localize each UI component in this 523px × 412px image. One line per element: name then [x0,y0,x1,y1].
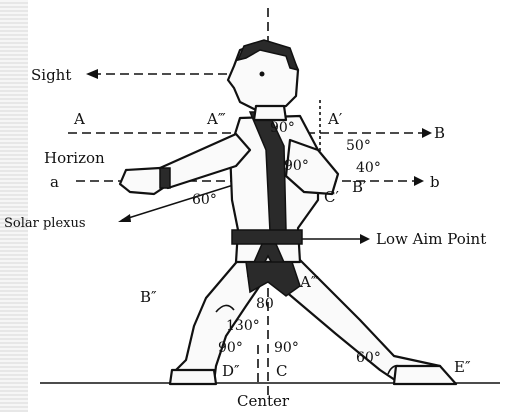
low-aim-arrow-icon [360,234,370,244]
label-B-prime: B′ [352,178,367,196]
label-A-prime: A′ [327,110,343,128]
angle-front-knee: 130° [226,318,260,334]
sleeve-cuff [160,168,170,188]
B-arrow-icon [422,128,432,138]
label-B: B [434,124,445,142]
label-C-prime: C′ [324,188,339,206]
angle-crotch: 80 [256,296,274,312]
label-A: A [73,110,85,128]
label-E-double-prime: E″ [454,358,471,376]
label-B-double-prime: B″ [140,288,157,306]
angle-chest: 90° [284,158,309,174]
angle-neck: 90° [270,120,295,136]
label-A-triple-prime-lower: A‴ [299,273,319,291]
label-sight: Sight [31,66,71,84]
label-C: C [276,362,287,380]
angle-arm-right: 40° [356,160,381,176]
angle-shoulder-top: 50° [346,138,371,154]
eye [260,72,265,77]
label-b: b [430,173,440,191]
fist [120,168,166,194]
label-A-triple-prime: A‴ [206,110,226,128]
label-low-aim-point: Low Aim Point [376,230,486,248]
front-foot [170,370,216,384]
neck [254,106,286,120]
b-arrow-icon [414,176,424,186]
angle-front-foot: 90° [218,340,243,356]
angle-back-foot: 60° [356,350,381,366]
label-a: a [50,173,59,191]
label-solar-plexus: Solar plexus [4,216,86,231]
belt [232,230,302,244]
solar-plexus-arrow-icon [118,214,131,222]
angle-center-foot: 90° [274,340,299,356]
label-horizon: Horizon [44,149,105,167]
label-center: Center [237,392,290,410]
sight-arrow-icon [86,69,98,79]
label-D-double-prime: D″ [222,362,240,380]
back-foot [394,366,456,384]
angle-arm-left: 60° [192,192,217,208]
